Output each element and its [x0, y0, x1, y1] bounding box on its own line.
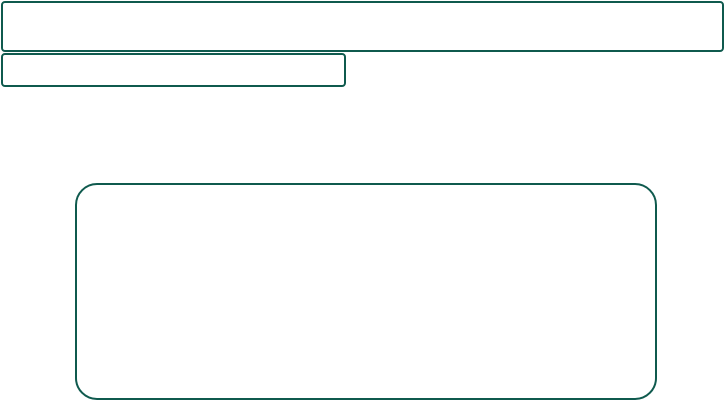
top-bar [1, 1, 724, 52]
sub-bar [1, 53, 346, 87]
content-panel [75, 183, 657, 400]
